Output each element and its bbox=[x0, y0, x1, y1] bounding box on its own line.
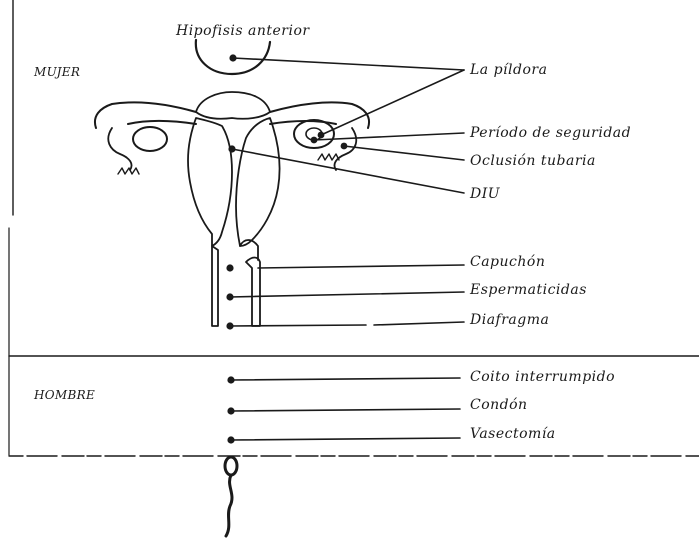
label-pill: La píldora bbox=[469, 62, 547, 78]
label-pituitary: Hipofisis anterior bbox=[175, 23, 310, 39]
male-leader-lines bbox=[227, 376, 460, 443]
pituitary-illustration bbox=[196, 40, 270, 74]
cap-dot bbox=[226, 264, 233, 271]
label-vasectomy: Vasectomía bbox=[470, 426, 556, 442]
label-cap: Capuchón bbox=[470, 254, 545, 270]
label-iud: DIU bbox=[469, 186, 501, 202]
frame bbox=[9, 0, 699, 456]
female-leader-lines bbox=[230, 58, 464, 326]
label-rhythm: Período de seguridad bbox=[469, 125, 631, 141]
sperm-icon bbox=[225, 457, 237, 536]
section-title-male: HOMBRE bbox=[33, 388, 95, 402]
uterus-illustration bbox=[95, 92, 369, 330]
section-title-female: MUJER bbox=[33, 65, 80, 79]
label-condom: Condón bbox=[470, 397, 528, 413]
label-withdrawal: Coito interrumpido bbox=[470, 369, 615, 385]
label-diaphragm: Diafragma bbox=[469, 312, 549, 328]
label-spermicide: Espermaticidas bbox=[469, 282, 587, 298]
label-tubal: Oclusión tubaria bbox=[470, 153, 596, 169]
